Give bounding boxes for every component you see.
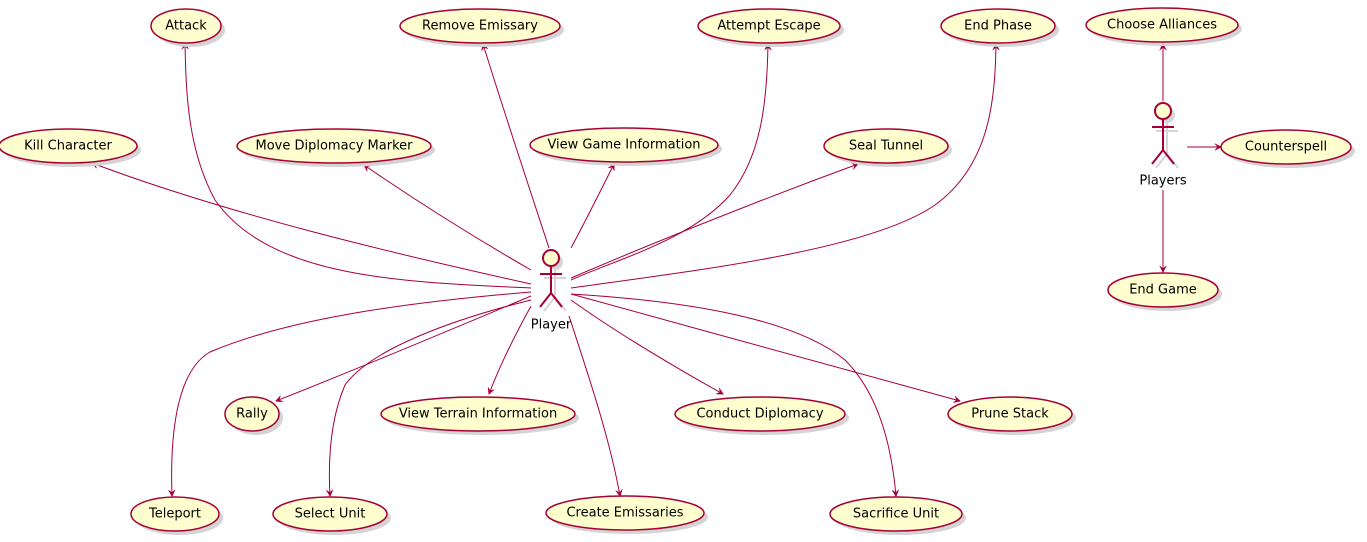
usecase-label: Teleport [148,507,201,522]
stick-figure-icon [539,249,563,308]
usecase-label: Counterspell [1245,140,1327,155]
edge-player-view-terrain-information [489,305,532,394]
actor-label: Player [531,318,572,333]
usecase-label: View Game Information [547,138,700,153]
edge-player-kill-character [92,163,532,285]
usecase-label: Attack [165,19,207,34]
usecase-label: End Game [1129,283,1197,298]
usecase-move-diplomacy-marker[interactable]: Move Diplomacy Marker [236,128,435,167]
edge-player-sacrifice-unit [570,293,896,496]
usecase-kill-character[interactable]: Kill Character [0,128,141,167]
usecase-label: Sacrifice Unit [853,507,939,522]
edge-player-attack [185,43,532,289]
edge-player-select-unit [329,299,532,496]
edges-player [92,43,996,496]
usecase-label: Create Emissaries [566,506,683,521]
usecase-select-unit[interactable]: Select Unit [272,496,391,535]
edge-player-end-phase [570,44,996,289]
usecase-rally[interactable]: Rally [224,396,283,435]
usecase-prune-stack[interactable]: Prune Stack [947,396,1076,435]
usecase-label: End Phase [964,19,1032,34]
usecase-label: Rally [236,407,268,422]
usecase-remove-emissary[interactable]: Remove Emissary [399,8,564,47]
usecase-end-game[interactable]: End Game [1107,272,1222,311]
usecase-counterspell[interactable]: Counterspell [1220,129,1355,168]
edge-player-prune-stack [570,293,960,401]
usecase-view-terrain-information[interactable]: View Terrain Information [380,396,579,435]
usecase-label: Prune Stack [971,407,1049,422]
edge-player-attempt-escape [570,44,768,281]
stick-figure-icon [1151,102,1175,165]
edge-player-conduct-diplomacy [570,299,723,394]
actor-label: Players [1139,174,1186,189]
edge-player-teleport [172,291,532,496]
usecase-label: Remove Emissary [422,19,538,34]
usecase-label: Choose Alliances [1107,18,1217,33]
edge-player-view-game-information [570,164,614,249]
usecase-label: Move Diplomacy Marker [256,139,414,154]
actor-player[interactable]: Player [531,249,572,333]
usecase-label: Attempt Escape [717,19,820,34]
edge-player-move-diplomacy-marker [364,165,532,271]
usecase-choose-alliances[interactable]: Choose Alliances [1085,7,1242,46]
usecase-teleport[interactable]: Teleport [130,496,223,535]
usecase-label: Kill Character [24,139,112,154]
usecase-attack[interactable]: Attack [150,8,225,47]
usecase-conduct-diplomacy[interactable]: Conduct Diplomacy [674,396,849,435]
usecase-label: View Terrain Information [399,407,557,422]
edges-players [1163,44,1221,272]
usecase-sacrifice-unit[interactable]: Sacrifice Unit [829,496,966,535]
edge-player-remove-emissary [483,44,550,249]
usecase-label: Seal Tunnel [849,139,923,154]
usecase-attempt-escape[interactable]: Attempt Escape [697,8,844,47]
usecase-view-game-information[interactable]: View Game Information [529,127,722,166]
usecase-label: Select Unit [295,507,366,522]
edge-player-seal-tunnel [570,164,858,279]
usecase-label: Conduct Diplomacy [696,407,823,422]
edge-player-create-emissaries [568,315,620,496]
usecase-create-emissaries[interactable]: Create Emissaries [545,495,708,534]
usecase-seal-tunnel[interactable]: Seal Tunnel [823,128,952,167]
usecase-end-phase[interactable]: End Phase [940,8,1059,47]
actor-players[interactable]: Players [1139,102,1187,189]
edge-player-rally [276,295,532,401]
